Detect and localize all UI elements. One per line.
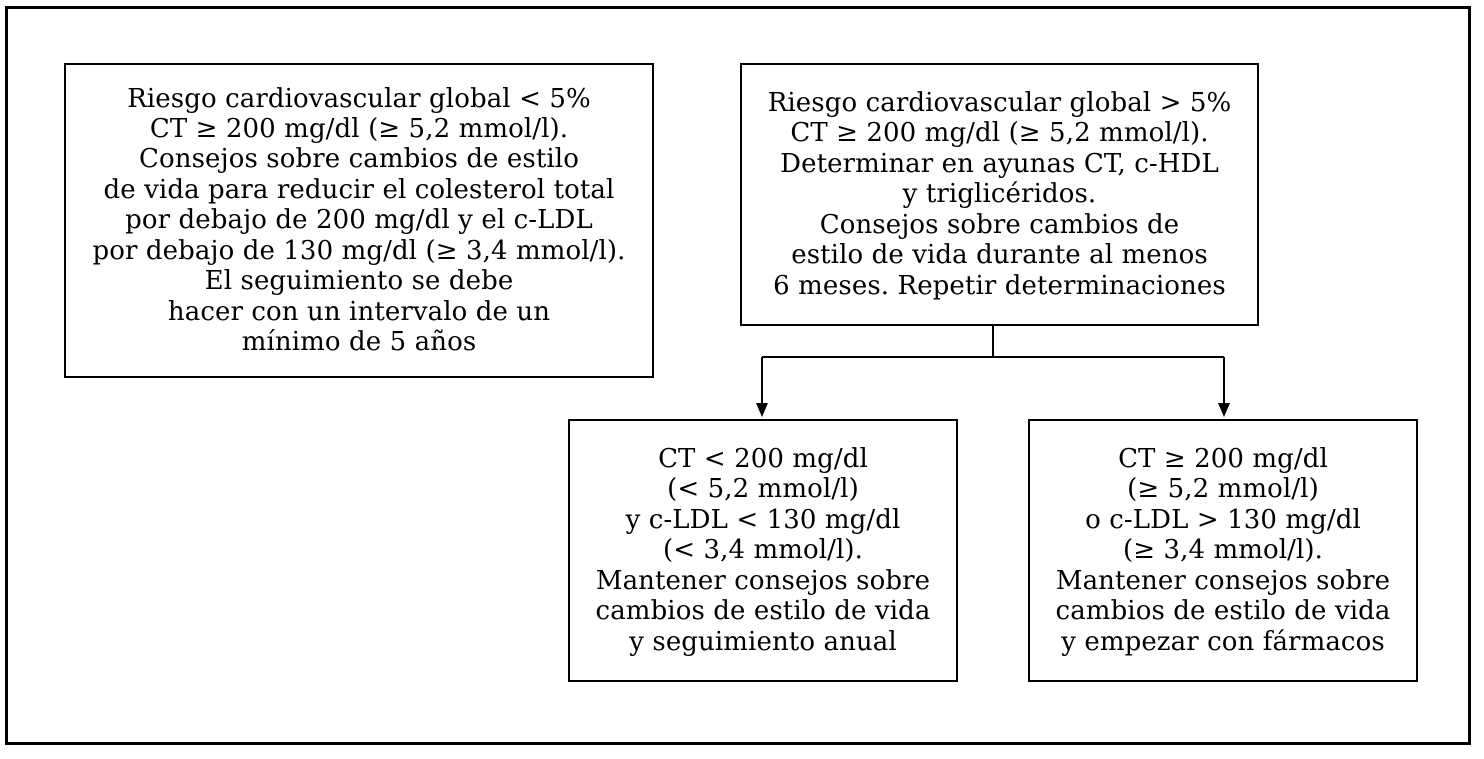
box-high-risk-text: Riesgo cardiovascular global > 5% CT ≥ 2… (768, 88, 1232, 301)
box-outcome-high-line: CT ≥ 200 mg/dl (1118, 444, 1328, 475)
box-outcome-high-line: (≥ 5,2 mmol/l) (1127, 474, 1319, 505)
box-high-risk-line: Consejos sobre cambios de (819, 209, 1180, 240)
box-outcome-low-line: y seguimiento anual (629, 626, 897, 657)
box-outcome-high-line: y empezar con fármacos (1061, 626, 1385, 657)
box-low-risk-line: por debajo de 130 mg/dl (≥ 3,4 mmol/l). (92, 235, 626, 266)
box-low-risk-line: por debajo de 200 mg/dl y el c-LDL (125, 205, 593, 236)
diagram-frame (5, 6, 1471, 745)
box-outcome-high-line: cambios de estilo de vida (1055, 596, 1391, 627)
box-high-risk-line: CT ≥ 200 mg/dl (≥ 5,2 mmol/l). (790, 118, 1209, 149)
box-high-risk-line: estilo de vida durante al menos (791, 240, 1208, 271)
box-low-risk-line: mínimo de 5 años (241, 326, 477, 357)
box-high-risk-line: 6 meses. Repetir determinaciones (773, 270, 1226, 301)
box-outcome-low-line: Mantener consejos sobre (595, 565, 931, 596)
box-high-risk-line: y triglicéridos. (902, 179, 1097, 210)
box-outcome-low: CT < 200 mg/dl (< 5,2 mmol/l) y c-LDL < … (568, 419, 958, 682)
box-outcome-low-line: CT < 200 mg/dl (658, 444, 868, 475)
box-low-risk-line: Riesgo cardiovascular global < 5% (127, 83, 591, 114)
box-low-risk-text: Riesgo cardiovascular global < 5% CT ≥ 2… (92, 84, 625, 358)
box-outcome-low-line: (< 5,2 mmol/l) (667, 474, 859, 505)
box-outcome-low-text: CT < 200 mg/dl (< 5,2 mmol/l) y c-LDL < … (596, 444, 931, 657)
box-outcome-low-line: (< 3,4 mmol/l). (662, 535, 864, 566)
box-low-risk-line: CT ≥ 200 mg/dl (≥ 5,2 mmol/l). (149, 114, 569, 145)
box-low-risk: Riesgo cardiovascular global < 5% CT ≥ 2… (64, 63, 654, 378)
box-outcome-high-text: CT ≥ 200 mg/dl (≥ 5,2 mmol/l) o c-LDL > … (1056, 444, 1391, 657)
box-high-risk-line: Riesgo cardiovascular global > 5% (767, 88, 1232, 119)
box-low-risk-line: hacer con un intervalo de un (167, 296, 551, 327)
box-outcome-high-line: (≥ 3,4 mmol/l). (1122, 535, 1324, 566)
box-outcome-low-line: y c-LDL < 130 mg/dl (625, 504, 901, 535)
box-high-risk-line: Determinar en ayunas CT, c-HDL (780, 148, 1219, 179)
box-high-risk: Riesgo cardiovascular global > 5% CT ≥ 2… (740, 63, 1259, 326)
box-outcome-high: CT ≥ 200 mg/dl (≥ 5,2 mmol/l) o c-LDL > … (1028, 419, 1418, 682)
box-outcome-low-line: cambios de estilo de vida (595, 596, 931, 627)
box-low-risk-line: de vida para reducir el colesterol total (103, 174, 615, 205)
box-outcome-high-line: Mantener consejos sobre (1055, 565, 1391, 596)
box-low-risk-line: Consejos sobre cambios de estilo (139, 144, 579, 175)
box-outcome-high-line: o c-LDL > 130 mg/dl (1085, 504, 1361, 535)
box-low-risk-line: El seguimiento se debe (204, 266, 514, 297)
